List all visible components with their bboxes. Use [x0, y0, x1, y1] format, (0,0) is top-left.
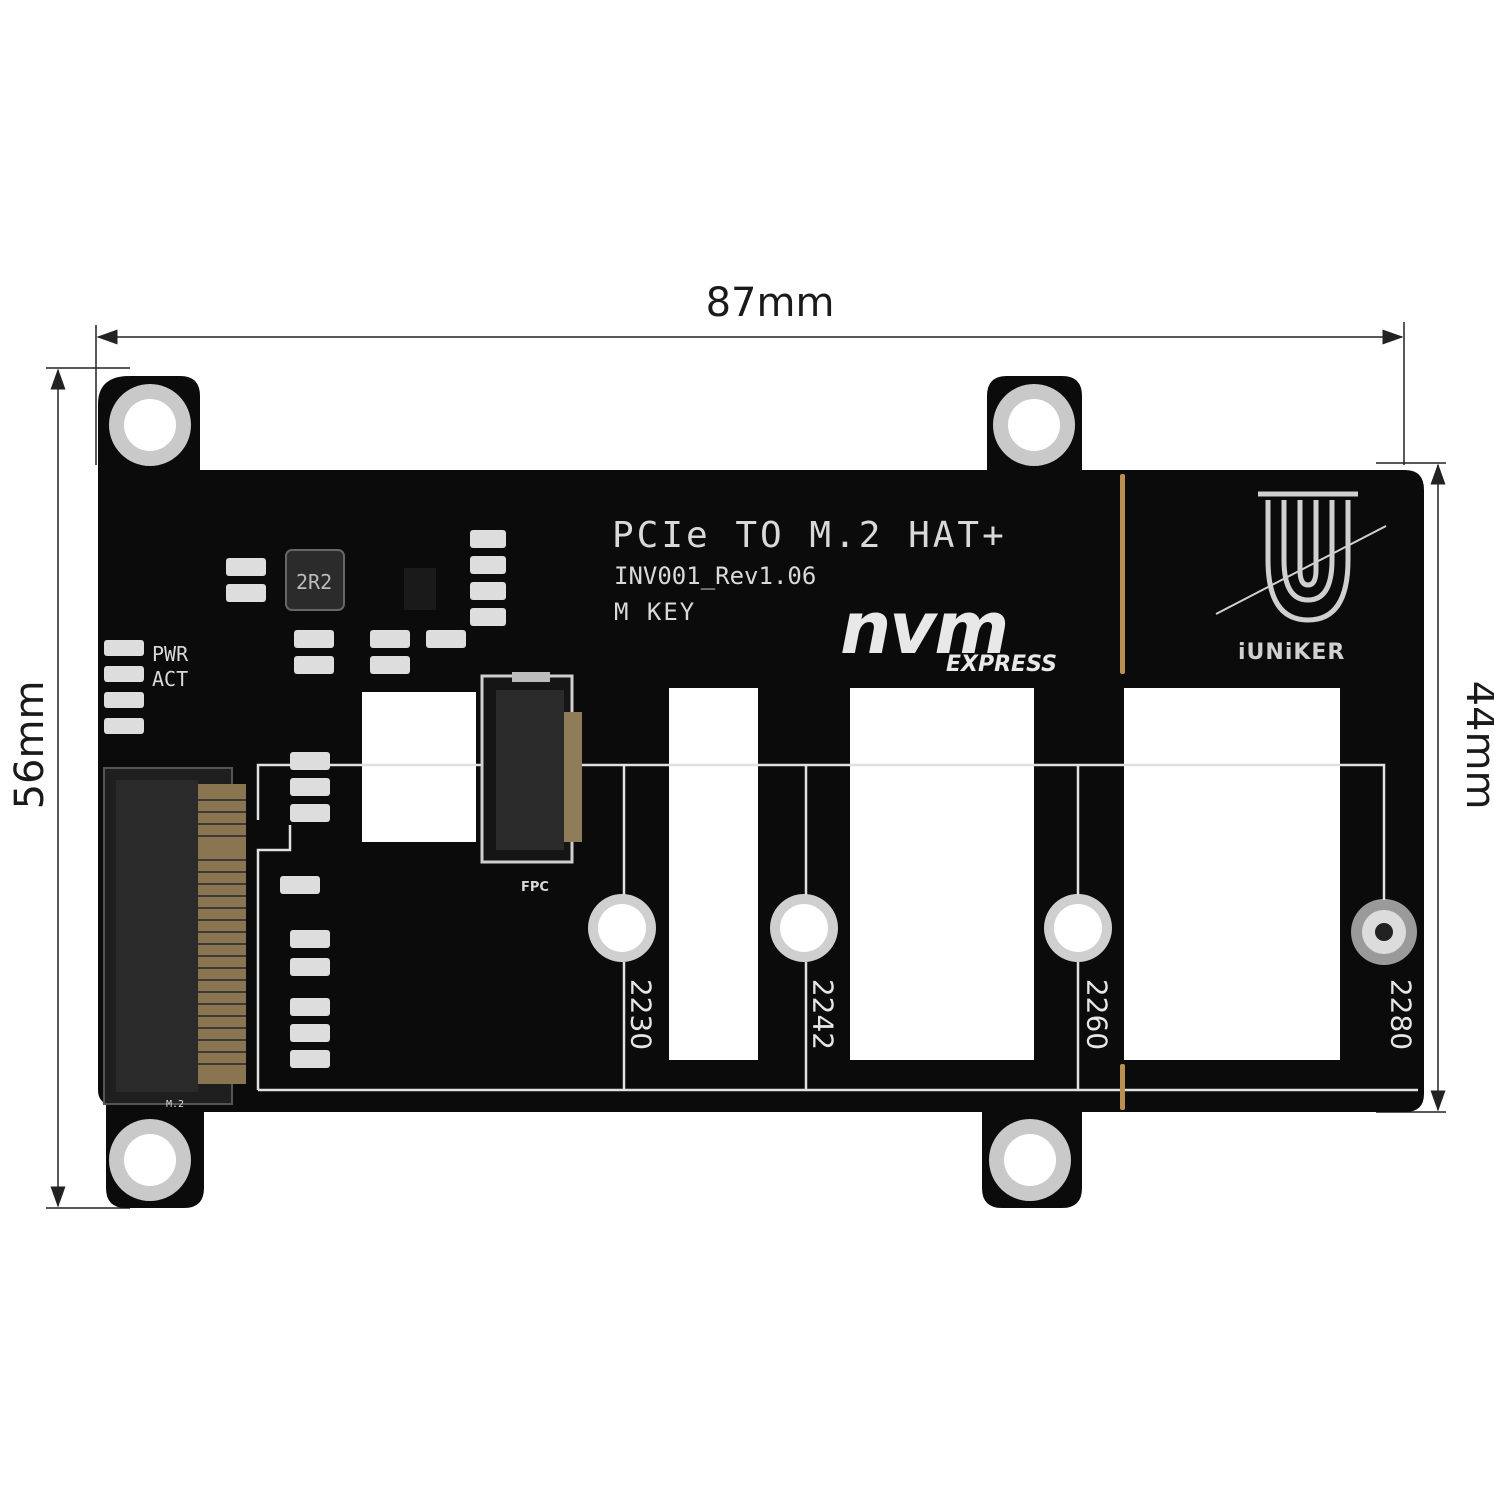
m2-socket-label: M.2 — [166, 1099, 185, 1110]
width-dimension-label: 87mm — [705, 280, 835, 326]
right-height-dimension-label: 44mm — [1457, 680, 1494, 810]
components — [104, 530, 506, 1068]
slot-label-2260: 2260 — [1080, 978, 1114, 1051]
slot-label-2242: 2242 — [806, 978, 840, 1051]
m2-socket — [103, 767, 246, 1105]
fpc-connector — [480, 672, 582, 864]
board-key: M KEY — [614, 598, 697, 626]
dimension-width — [95, 322, 1405, 465]
led-label-pwr: PWR — [152, 642, 189, 666]
inductor-marking: 2R2 — [296, 570, 333, 594]
dimension-left-height — [46, 367, 130, 1209]
slot-label-2280: 2280 — [1384, 978, 1418, 1051]
mounting-holes — [109, 384, 1075, 1201]
led-label-act: ACT — [152, 667, 189, 691]
pad-strip — [1120, 474, 1125, 1110]
brand-name: iUNiKER — [1238, 640, 1346, 665]
slot-label-2230: 2230 — [624, 978, 658, 1051]
nvm-logo-text: nvm — [840, 586, 1009, 670]
left-height-dimension-label: 56mm — [7, 680, 53, 810]
brand-emblem — [1215, 491, 1387, 623]
board-revision: INV001_Rev1.06 — [614, 562, 817, 590]
slot-outlines — [256, 763, 1418, 1092]
fpc-label: FPC — [521, 880, 549, 895]
board-title: PCIe TO M.2 HAT+ — [612, 515, 1007, 556]
express-logo-text: EXPRESS — [946, 652, 1057, 677]
slot-holes — [588, 894, 1417, 965]
